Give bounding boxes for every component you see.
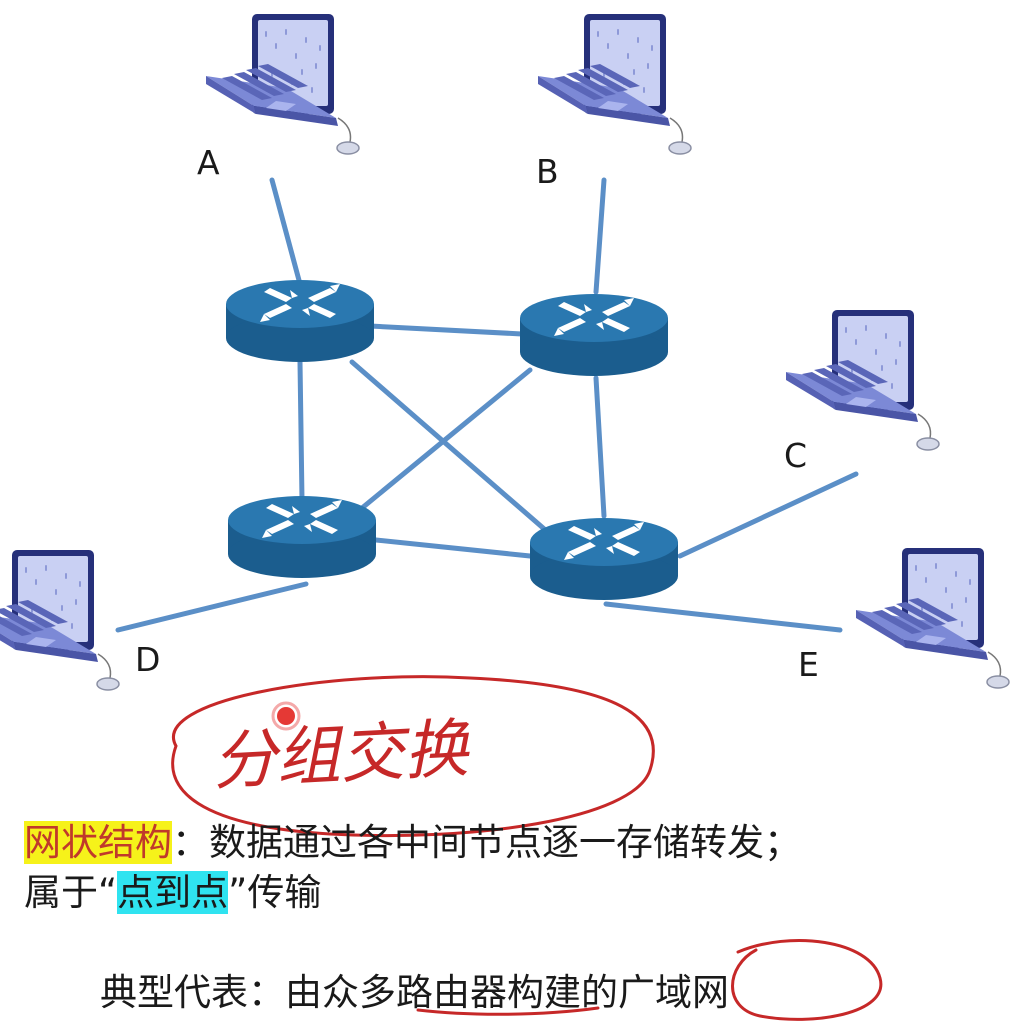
link-b-r2	[593, 177, 607, 295]
router-icon	[520, 294, 668, 376]
link-r3-r4	[373, 537, 533, 559]
link-r1-r4	[349, 359, 553, 537]
node-label-d: D	[135, 640, 161, 679]
laptop-icon-b	[537, 13, 692, 155]
link-r1-r3	[297, 359, 305, 503]
annotation-circle	[731, 938, 883, 1021]
laptop-icon-e	[855, 547, 1010, 689]
annotation-ellipse-note	[171, 675, 655, 838]
link-a-r1	[269, 177, 303, 287]
router-icon	[530, 518, 678, 600]
description-line-2-suffix: ”传输	[228, 871, 322, 914]
laptop-icon-d	[0, 549, 120, 691]
laptop-icon-a	[205, 13, 360, 155]
link-r2-r3	[359, 367, 533, 511]
handwritten-annotations	[171, 675, 883, 1021]
highlight-point-to-point: 点到点	[117, 871, 229, 914]
router-icon	[228, 496, 376, 578]
description-line-1-rest: ：数据通过各中间节点逐一存储转发；	[172, 821, 801, 864]
node-label-c: C	[784, 436, 808, 475]
link-r1-r2	[367, 323, 525, 337]
pointer-dot	[277, 707, 295, 725]
links	[115, 177, 859, 633]
link-e-r4	[603, 601, 843, 633]
handwritten-note: 分组交换	[210, 712, 471, 800]
router-icon	[226, 280, 374, 362]
link-d-r3	[115, 581, 309, 633]
description-line-2-prefix: 属于“	[24, 871, 118, 914]
annotation-underline	[416, 1006, 600, 1016]
node-label-b: B	[536, 152, 559, 191]
node-label-a: A	[197, 143, 220, 182]
description-line-2: 属于“点到点”传输	[24, 862, 321, 916]
node-label-e: E	[798, 645, 819, 684]
description-line-1: 网状结构：数据通过各中间节点逐一存储转发；	[24, 812, 801, 866]
laptop-icon-c	[785, 309, 940, 451]
highlight-mesh-structure: 网状结构	[24, 821, 172, 864]
description-line-3: 典型代表：由众多路由器构建的广域网	[100, 971, 729, 1014]
link-r2-r4	[593, 375, 607, 519]
link-c-r4	[677, 471, 859, 559]
